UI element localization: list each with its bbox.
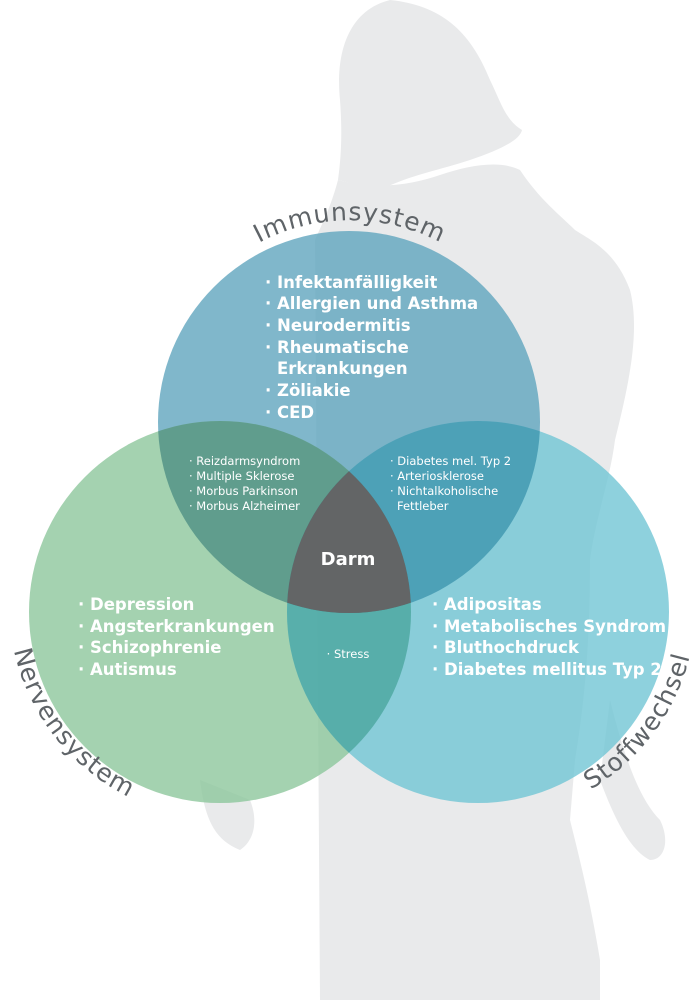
- silhouette-head: [338, 0, 522, 190]
- center-overlap: [287, 421, 411, 613]
- overlap-item: · Morbus Alzheimer: [189, 499, 300, 513]
- metabolism-item: · Bluthochdruck: [432, 638, 580, 657]
- metabolism-items: · Adipositas · Metabolisches Syndrom · B…: [432, 595, 666, 679]
- nerve-item: · Schizophrenie: [78, 638, 222, 657]
- overlap-item: · Arteriosklerose: [390, 469, 484, 483]
- overlap-item: Fettleber: [397, 499, 449, 513]
- metabolism-item: · Diabetes mellitus Typ 2: [432, 660, 662, 679]
- nerve-item: · Angsterkrankungen: [78, 617, 275, 636]
- center-label: Darm: [321, 549, 376, 570]
- metabolism-item: · Adipositas: [432, 595, 542, 614]
- immune-item: · CED: [265, 403, 314, 422]
- immune-item: · Neurodermitis: [265, 316, 411, 335]
- metabolism-item: · Metabolisches Syndrom: [432, 617, 666, 636]
- nerve-items: · Depression · Angsterkrankungen · Schiz…: [78, 595, 275, 679]
- overlap-item: · Reizdarmsyndrom: [189, 454, 300, 468]
- nerve-item: · Autismus: [78, 660, 177, 679]
- overlap-item: · Morbus Parkinson: [189, 484, 298, 498]
- immune-metabolism-items: · Diabetes mel. Typ 2 · Arteriosklerose …: [390, 454, 511, 513]
- overlap-item: · Nichtalkoholische: [390, 484, 498, 498]
- immune-nerve-items: · Reizdarmsyndrom · Multiple Sklerose · …: [189, 454, 300, 513]
- immune-item: · Rheumatische: [265, 338, 409, 357]
- overlap-item: · Diabetes mel. Typ 2: [390, 454, 511, 468]
- overlap-item: · Stress: [327, 647, 370, 661]
- immune-items: · Infektanfälligkeit · Allergien und Ast…: [265, 273, 478, 422]
- immune-item: · Infektanfälligkeit: [265, 273, 437, 292]
- overlap-item: · Multiple Sklerose: [189, 469, 294, 483]
- immune-item: · Allergien und Asthma: [265, 294, 478, 313]
- immune-item: · Zöliakie: [265, 381, 351, 400]
- nerve-item: · Depression: [78, 595, 194, 614]
- immune-item: Erkrankungen: [277, 359, 408, 378]
